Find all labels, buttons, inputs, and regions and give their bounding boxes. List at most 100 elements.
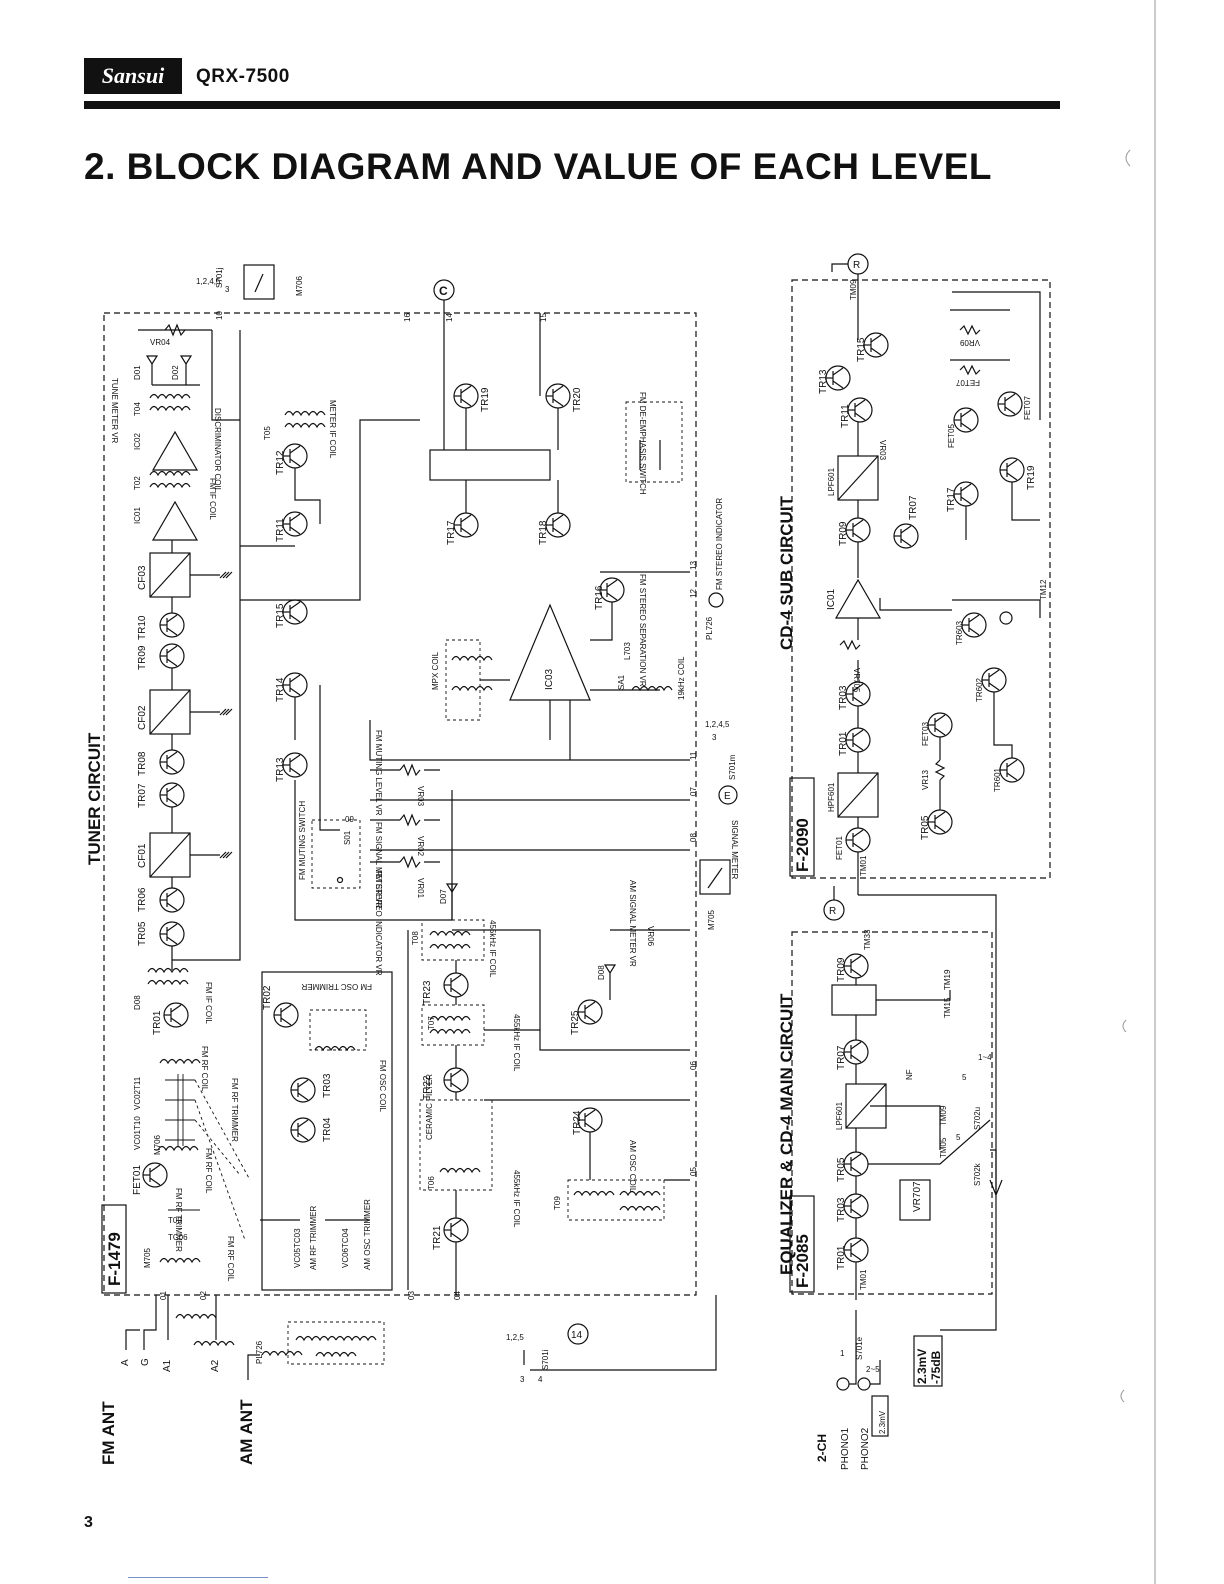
svg-text:FM SIGNAL METER VR: FM SIGNAL METER VR	[374, 822, 383, 909]
svg-text:02: 02	[199, 1291, 208, 1300]
tr18-transistor	[545, 512, 571, 538]
svg-text:FM STEREO INDICATOR VR: FM STEREO INDICATOR VR	[374, 870, 383, 976]
svg-text:AM OSC COIL: AM OSC COIL	[628, 1140, 637, 1193]
tr02-transistor	[273, 1002, 299, 1028]
svg-text:3: 3	[225, 285, 230, 294]
svg-text:D02: D02	[171, 365, 180, 380]
tr12-transistor	[282, 443, 308, 469]
cd4-board-outline	[791, 279, 1051, 879]
svg-text:M706: M706	[295, 275, 304, 296]
cd4-sub-circuit: CD-4 SUB CIRCUIT F-2090 R TM09 TR15 TR13…	[777, 253, 1051, 895]
fm-if-coil-t02	[147, 967, 189, 973]
svg-text:14: 14	[571, 1330, 583, 1341]
brand-logo: Sansui	[84, 58, 182, 94]
svg-text:TR15: TR15	[856, 337, 867, 362]
svg-text:A: A	[120, 1359, 131, 1366]
vr01	[399, 855, 421, 869]
eq-tr09	[843, 953, 869, 979]
svg-text:FM STEREO INDICATOR: FM STEREO INDICATOR	[715, 498, 724, 590]
svg-text:T09: T09	[168, 1216, 182, 1225]
svg-text:TR25: TR25	[570, 1010, 581, 1035]
svg-text:SIGNAL METER: SIGNAL METER	[730, 820, 739, 879]
svg-text:TM12: TM12	[1039, 579, 1048, 600]
pl726-lamp	[708, 592, 724, 608]
svg-text:AM SIGNAL METER VR: AM SIGNAL METER VR	[628, 880, 637, 967]
t08-if-coil	[439, 1167, 481, 1173]
svg-text:TR07: TR07	[836, 1045, 847, 1070]
svg-text:2.3mV: 2.3mV	[915, 1349, 929, 1384]
eq-circuit-title: EQUALIZER & CD-4 MAIN CIRCUIT	[777, 993, 796, 1275]
svg-text:T05: T05	[263, 426, 272, 440]
svg-text:TR23: TR23	[422, 980, 433, 1005]
fm-osc-coil	[314, 1045, 356, 1051]
tr03-transistor	[290, 1077, 316, 1103]
svg-text:TR19: TR19	[480, 387, 491, 412]
svg-text:TR13: TR13	[818, 369, 829, 394]
svg-text:T11: T11	[133, 1076, 142, 1090]
svg-text:TR19: TR19	[1026, 465, 1037, 490]
svg-text:3: 3	[520, 1375, 525, 1384]
svg-text:11: 11	[689, 751, 698, 760]
svg-text:TR12: TR12	[275, 450, 286, 475]
svg-text:T08: T08	[411, 931, 420, 945]
fm-osc-trimmer-box	[309, 1009, 367, 1051]
svg-text:455kHz IF COIL: 455kHz IF COIL	[488, 920, 497, 978]
svg-text:TR13: TR13	[275, 757, 286, 782]
fm-antenna-leads	[125, 1295, 217, 1350]
eq-tr05	[843, 1151, 869, 1177]
svg-text:FM RF COIL: FM RF COIL	[200, 1046, 209, 1092]
t11-am-osc-coil-box	[567, 1179, 665, 1221]
svg-text:AM OSC TRIMMER: AM OSC TRIMMER	[363, 1199, 372, 1270]
cd4-tr05	[927, 809, 953, 835]
svg-text:12: 12	[689, 589, 698, 598]
page-number: 3	[84, 1514, 93, 1531]
svg-text:D07: D07	[439, 889, 448, 904]
svg-text:13: 13	[689, 561, 698, 570]
l703-coil	[175, 1313, 217, 1319]
svg-text:R: R	[829, 906, 836, 917]
svg-text:S701e: S701e	[855, 1336, 864, 1360]
svg-text:TR06: TR06	[137, 887, 148, 912]
ic01-amp	[152, 501, 198, 541]
svg-text:G: G	[140, 1358, 151, 1366]
tr23-transistor	[443, 972, 469, 998]
cd4-vr13	[934, 759, 946, 781]
eq-tr07	[843, 1039, 869, 1065]
tr08-transistor	[159, 749, 185, 775]
svg-text:15: 15	[539, 313, 548, 322]
fm-rf-coil-l03	[159, 1058, 201, 1064]
svg-text:S701i: S701i	[541, 1349, 550, 1370]
svg-text:VR03: VR03	[878, 440, 887, 461]
tr01-transistor	[163, 1002, 189, 1028]
svg-text:A2: A2	[210, 1359, 221, 1372]
m705-signal-meter	[699, 859, 731, 895]
mpx-coil-box	[445, 639, 481, 721]
tr10-transistor	[159, 612, 185, 638]
phono1-jack[interactable]	[836, 1377, 850, 1391]
cd4-tr603	[961, 612, 987, 638]
svg-text:CF02: CF02	[137, 705, 148, 730]
tr15-transistor	[282, 599, 308, 625]
fm-rf-coil-l02	[157, 1145, 199, 1151]
svg-text:IC02: IC02	[133, 433, 142, 450]
svg-text:TR602: TR602	[975, 677, 984, 702]
svg-text:FM OSC TRIMMER: FM OSC TRIMMER	[301, 982, 372, 991]
svg-text:TR01: TR01	[838, 731, 849, 756]
tr21-transistor	[443, 1217, 469, 1243]
svg-text:FET03: FET03	[921, 721, 930, 746]
fm-muting-switch-box	[311, 819, 361, 889]
tr07-transistor	[159, 782, 185, 808]
svg-text:VC05: VC05	[293, 1247, 302, 1268]
discriminator-coil-label: DISCRIMINATOR COIL	[213, 408, 222, 493]
svg-text:FM RF TRIMMER: FM RF TRIMMER	[230, 1078, 239, 1142]
tr14-transistor	[282, 672, 308, 698]
eq-board-outline	[791, 931, 993, 1295]
eq-tr01	[843, 1237, 869, 1263]
svg-text:CF01: CF01	[137, 843, 148, 868]
phono2-jack[interactable]	[857, 1377, 871, 1391]
svg-text:VC02: VC02	[133, 1089, 142, 1110]
svg-text:E: E	[724, 791, 731, 802]
cd4-board-id-box	[789, 777, 815, 877]
d01-diode	[145, 355, 159, 366]
svg-text:TR07: TR07	[908, 495, 919, 520]
